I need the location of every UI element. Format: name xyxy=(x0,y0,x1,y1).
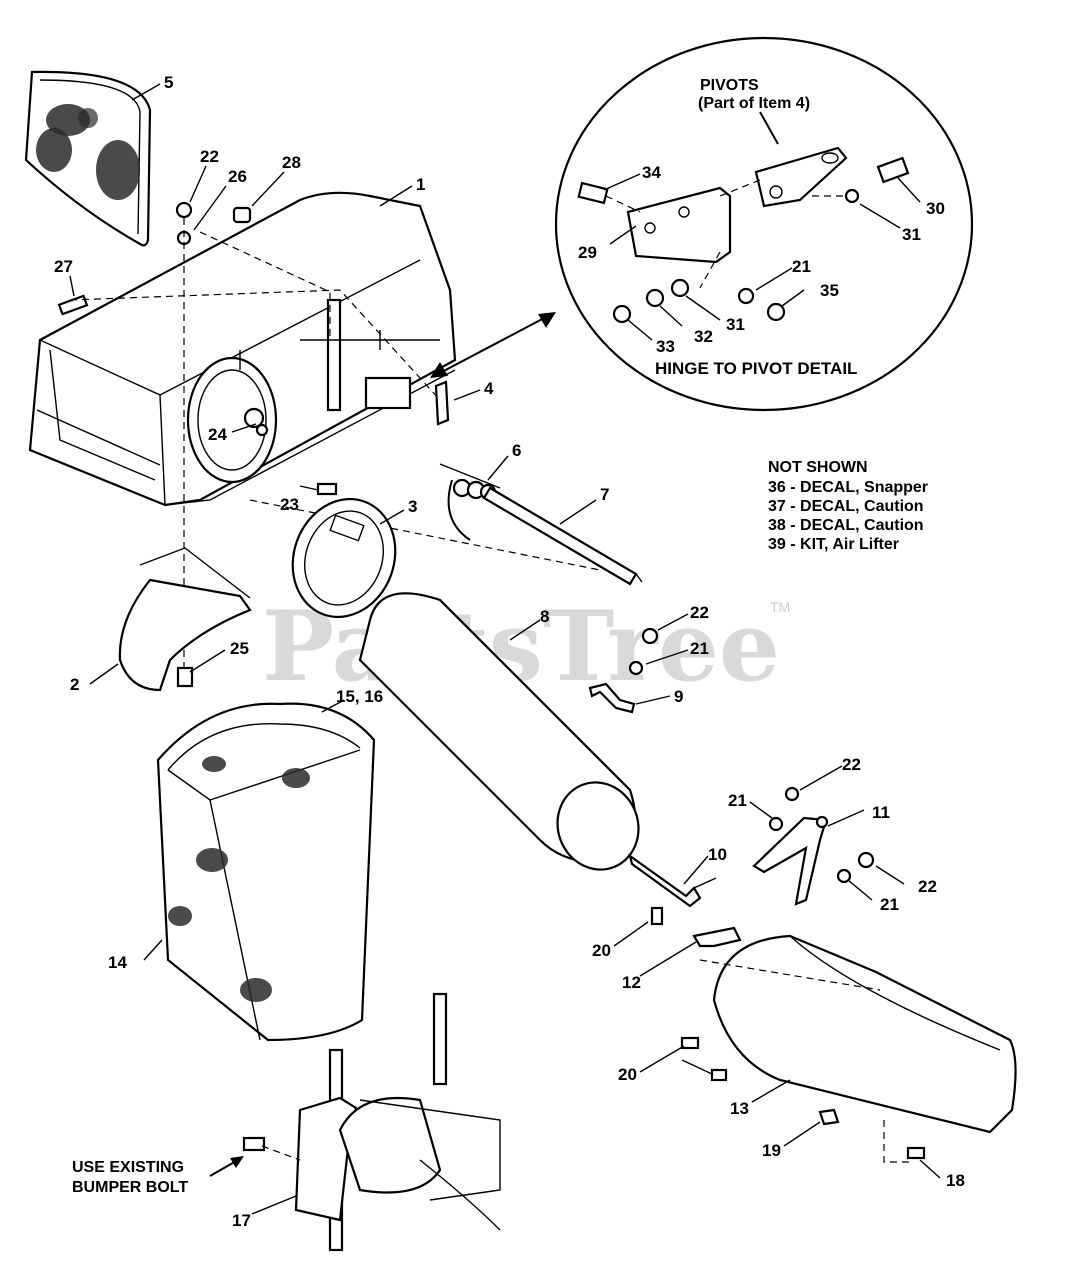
part-14-bag xyxy=(156,702,376,1042)
callout-5: 5 xyxy=(164,73,173,92)
callout-22-top: 22 xyxy=(200,147,219,166)
callout-24: 24 xyxy=(208,425,227,444)
part-19-clip xyxy=(818,1108,840,1126)
part-20-screw-upper xyxy=(650,906,664,926)
part-22-nut-right-2 xyxy=(857,851,875,869)
callout-29: 29 xyxy=(578,243,597,262)
callout-22-right-top: 22 xyxy=(842,755,861,774)
part-17-bumper-bolt xyxy=(242,1136,266,1152)
part-23-bolt xyxy=(316,482,338,496)
callout-13: 13 xyxy=(730,1099,749,1118)
callout-9: 9 xyxy=(674,687,683,706)
detail-title: HINGE TO PIVOT DETAIL xyxy=(655,359,857,378)
callout-21-mid: 21 xyxy=(690,639,709,658)
detail-arrow xyxy=(430,312,556,378)
bumper-bolt-note: USE EXISTING BUMPER BOLT xyxy=(72,1156,244,1196)
part-17-bracket xyxy=(294,992,501,1252)
callout-1: 1 xyxy=(416,175,425,194)
callout-20-upper: 20 xyxy=(592,941,611,960)
callout-4: 4 xyxy=(484,379,494,398)
part-24-knob xyxy=(255,423,269,437)
part-27-bolt xyxy=(57,294,89,316)
not-shown-item-36: 36 - DECAL, Snapper xyxy=(768,479,928,496)
callout-23: 23 xyxy=(280,495,299,514)
note-line-1: USE EXISTING xyxy=(72,1159,184,1176)
hinge-pivot-detail: PIVOTS (Part of Item 4) HINGE TO PIVOT D… xyxy=(554,36,974,412)
part-7-rod xyxy=(482,486,643,586)
callout-2: 2 xyxy=(70,675,79,694)
detail-pivots-sub: (Part of Item 4) xyxy=(698,95,810,112)
watermark-tm: TM xyxy=(770,599,790,615)
part-22-nut-top xyxy=(175,201,193,219)
callout-15-16: 15, 16 xyxy=(336,687,383,706)
part-11-bracket xyxy=(752,815,829,906)
callout-22-mid: 22 xyxy=(690,603,709,622)
callout-21-right: 21 xyxy=(880,895,899,914)
leader-lines xyxy=(69,83,941,1215)
callout-8: 8 xyxy=(540,607,549,626)
callout-35: 35 xyxy=(820,281,839,300)
part-25-bolt xyxy=(176,666,194,688)
callout-34: 34 xyxy=(642,163,661,182)
note-line-2: BUMPER BOLT xyxy=(72,1179,188,1196)
callout-10: 10 xyxy=(708,845,727,864)
part-20-screw-lower xyxy=(680,1036,728,1082)
callout-11: 11 xyxy=(872,803,890,822)
not-shown-item-37: 37 - DECAL, Caution xyxy=(768,498,924,515)
part-21-washer-right-1 xyxy=(768,816,784,832)
callout-21-detail: 21 xyxy=(792,257,811,276)
callout-labels: 5 1 22 26 28 27 4 6 7 3 24 23 25 2 8 22 … xyxy=(54,73,965,1230)
callout-19: 19 xyxy=(762,1141,781,1160)
callout-27: 27 xyxy=(54,257,73,276)
callout-28: 28 xyxy=(282,153,301,172)
callout-17: 17 xyxy=(232,1211,251,1230)
part-3-collar xyxy=(291,497,397,619)
callout-21-right-top: 21 xyxy=(728,791,747,810)
not-shown-heading: NOT SHOWN xyxy=(768,459,868,476)
callout-3: 3 xyxy=(408,497,417,516)
callout-32: 32 xyxy=(694,327,713,346)
part-21-washer-mid xyxy=(628,660,644,676)
part-21-washer-right-2 xyxy=(836,868,852,884)
callout-14: 14 xyxy=(108,953,127,972)
callout-18: 18 xyxy=(946,1171,965,1190)
part-9-strap xyxy=(588,682,636,714)
not-shown-item-39: 39 - KIT, Air Lifter xyxy=(768,536,899,553)
callout-30: 30 xyxy=(926,199,945,218)
callout-20-lower: 20 xyxy=(618,1065,637,1084)
part-10-bracket xyxy=(628,853,717,908)
part-2-deflector xyxy=(118,547,252,692)
callout-33: 33 xyxy=(656,337,675,356)
callout-25: 25 xyxy=(230,639,249,658)
detail-pivots-heading: PIVOTS xyxy=(700,77,759,94)
callout-31-lower: 31 xyxy=(726,315,745,334)
callout-6: 6 xyxy=(512,441,521,460)
part-22-nut-mid xyxy=(641,627,659,645)
part-1-housing xyxy=(28,191,457,507)
callout-22-right: 22 xyxy=(918,877,937,896)
callout-7: 7 xyxy=(600,485,609,504)
not-shown-item-38: 38 - DECAL, Caution xyxy=(768,517,924,534)
part-8-tube xyxy=(358,592,640,871)
part-13-chute xyxy=(699,934,1017,1134)
part-12-clip xyxy=(692,926,742,948)
not-shown-list: NOT SHOWN 36 - DECAL, Snapper 37 - DECAL… xyxy=(768,459,928,553)
part-18-screw xyxy=(906,1146,926,1160)
part-4-hinge xyxy=(434,380,450,426)
part-28-clip xyxy=(232,206,252,224)
part-22-nut-right-1 xyxy=(784,786,800,802)
callout-26: 26 xyxy=(228,167,247,186)
callout-31-upper: 31 xyxy=(902,225,921,244)
callout-12: 12 xyxy=(622,973,641,992)
part-5-screen xyxy=(24,70,152,247)
